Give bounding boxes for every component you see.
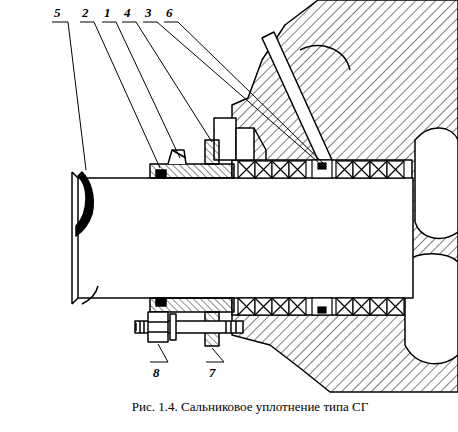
callout-number: 5 bbox=[54, 6, 61, 19]
callout-number: 7 bbox=[209, 366, 216, 379]
figure-caption: Рис. 1.4. Сальниковое уплотнение типа СГ bbox=[132, 400, 368, 413]
callout-number: 8 bbox=[153, 366, 160, 379]
callout-number: 6 bbox=[166, 6, 173, 19]
callout-number: 1 bbox=[104, 6, 111, 19]
callout-number: 4 bbox=[124, 6, 131, 19]
callout-number: 3 bbox=[145, 6, 152, 19]
callout-number: 2 bbox=[82, 6, 89, 19]
